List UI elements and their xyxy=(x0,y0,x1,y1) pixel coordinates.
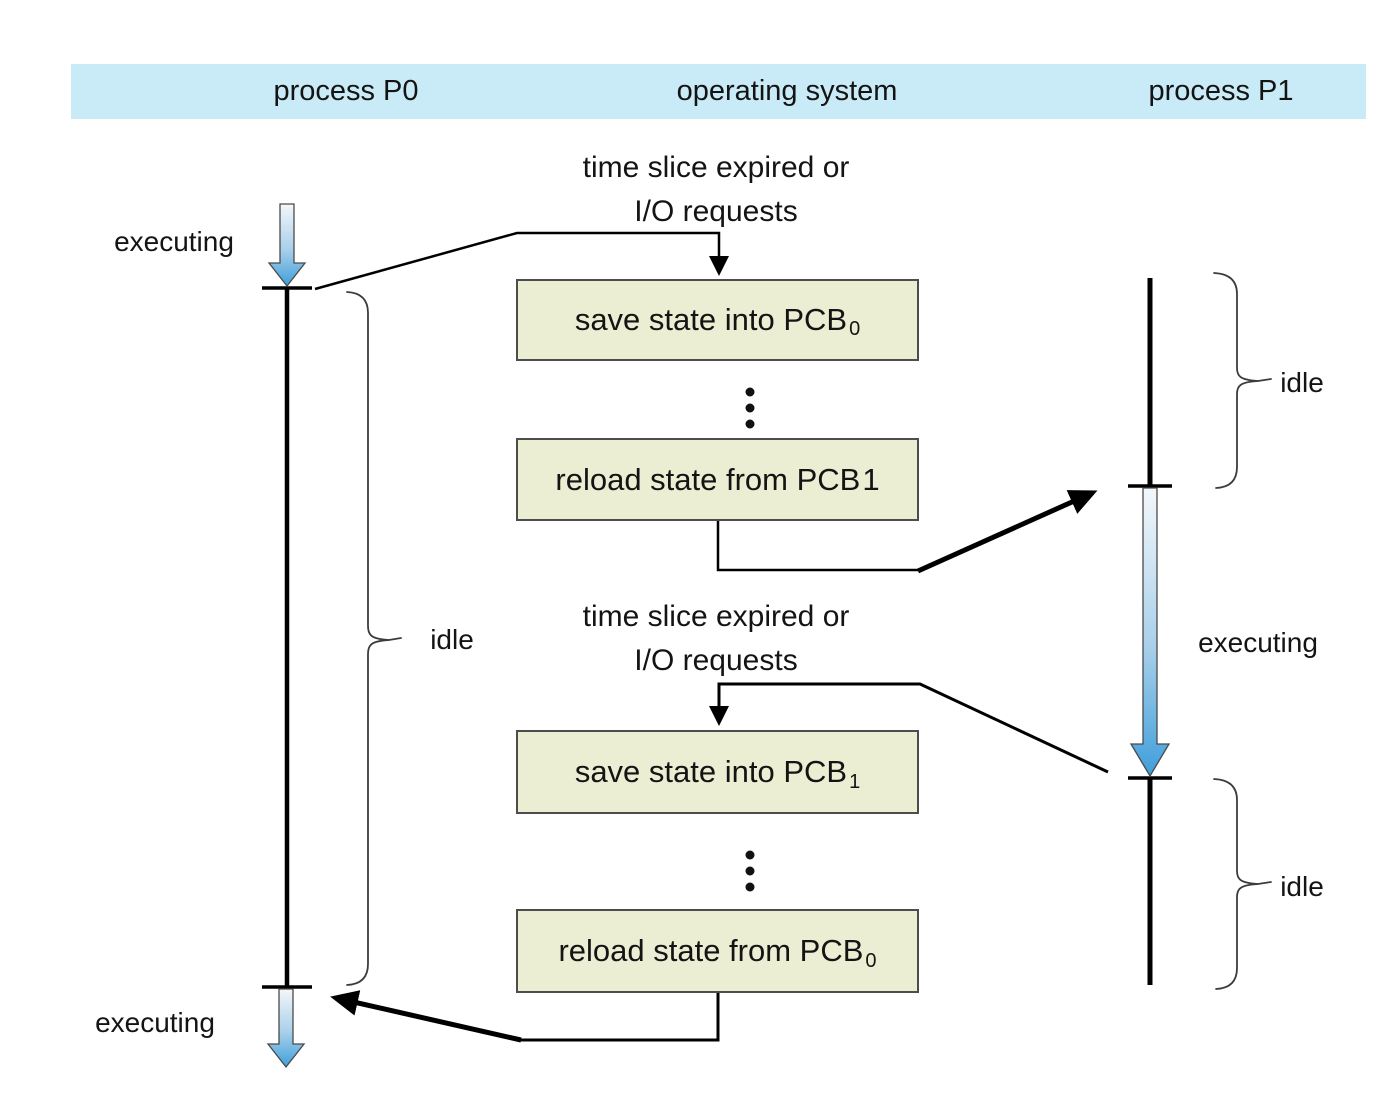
ellipsis-top xyxy=(745,387,755,429)
column-header-bar: process P0 operating system process P1 xyxy=(71,64,1366,119)
pcb1-suffix: 1 xyxy=(862,461,880,497)
p0-executing-top-label: executing xyxy=(114,226,234,257)
reload-state-pcb1-text: reload state from PCB xyxy=(555,461,861,497)
event-label-1-line2: I/O requests xyxy=(634,195,798,228)
p0-idle-label: idle xyxy=(430,624,474,655)
p1-executing-label: executing xyxy=(1198,627,1318,658)
p0-executing-arrow-bottom xyxy=(266,988,306,1069)
p0-executing-arrow-top xyxy=(267,203,307,288)
p1-idle-top-label: idle xyxy=(1280,367,1324,398)
reload-state-pcb0-text: reload state from PCB xyxy=(558,933,864,968)
ellipsis-bottom xyxy=(745,850,755,892)
p1-timeline xyxy=(1128,278,1172,985)
p0-timeline xyxy=(262,286,312,989)
pcb1-subscript: 1 xyxy=(849,771,861,793)
event-label-2: time slice expired or I/O requests xyxy=(486,595,946,683)
save-state-pcb1-text: save state into PCB xyxy=(574,754,848,789)
connector-p0-to-save-pcb0 xyxy=(314,231,729,291)
connector-reload-pcb1-to-p1 xyxy=(716,490,1098,574)
connector-reload-pcb0-to-p0 xyxy=(330,990,720,1043)
connector-p1-to-save-pcb1 xyxy=(709,682,1109,774)
p0-idle-brace xyxy=(346,291,402,986)
p0-executing-bottom-label: executing xyxy=(95,1007,215,1038)
event-label-1: time slice expired or I/O requests xyxy=(486,146,946,234)
event-label-2-line1: time slice expired or xyxy=(582,600,850,633)
pcb0-subscript: 0 xyxy=(849,318,861,340)
column-header-process-p1: process P1 xyxy=(1148,75,1294,107)
save-state-pcb0-text: save state into PCB xyxy=(574,302,848,337)
pcb0-subscript-2: 0 xyxy=(865,950,877,972)
column-header-process-p0: process P0 xyxy=(273,75,419,107)
p1-executing-arrow xyxy=(1129,487,1171,778)
p1-idle-bottom-label: idle xyxy=(1280,871,1324,902)
column-header-operating-system: operating system xyxy=(676,75,898,107)
p1-idle-brace-bottom xyxy=(1213,778,1272,990)
p1-idle-brace-top xyxy=(1213,272,1272,489)
event-label-1-line1: time slice expired or xyxy=(582,151,850,184)
event-label-2-line2: I/O requests xyxy=(634,644,798,677)
